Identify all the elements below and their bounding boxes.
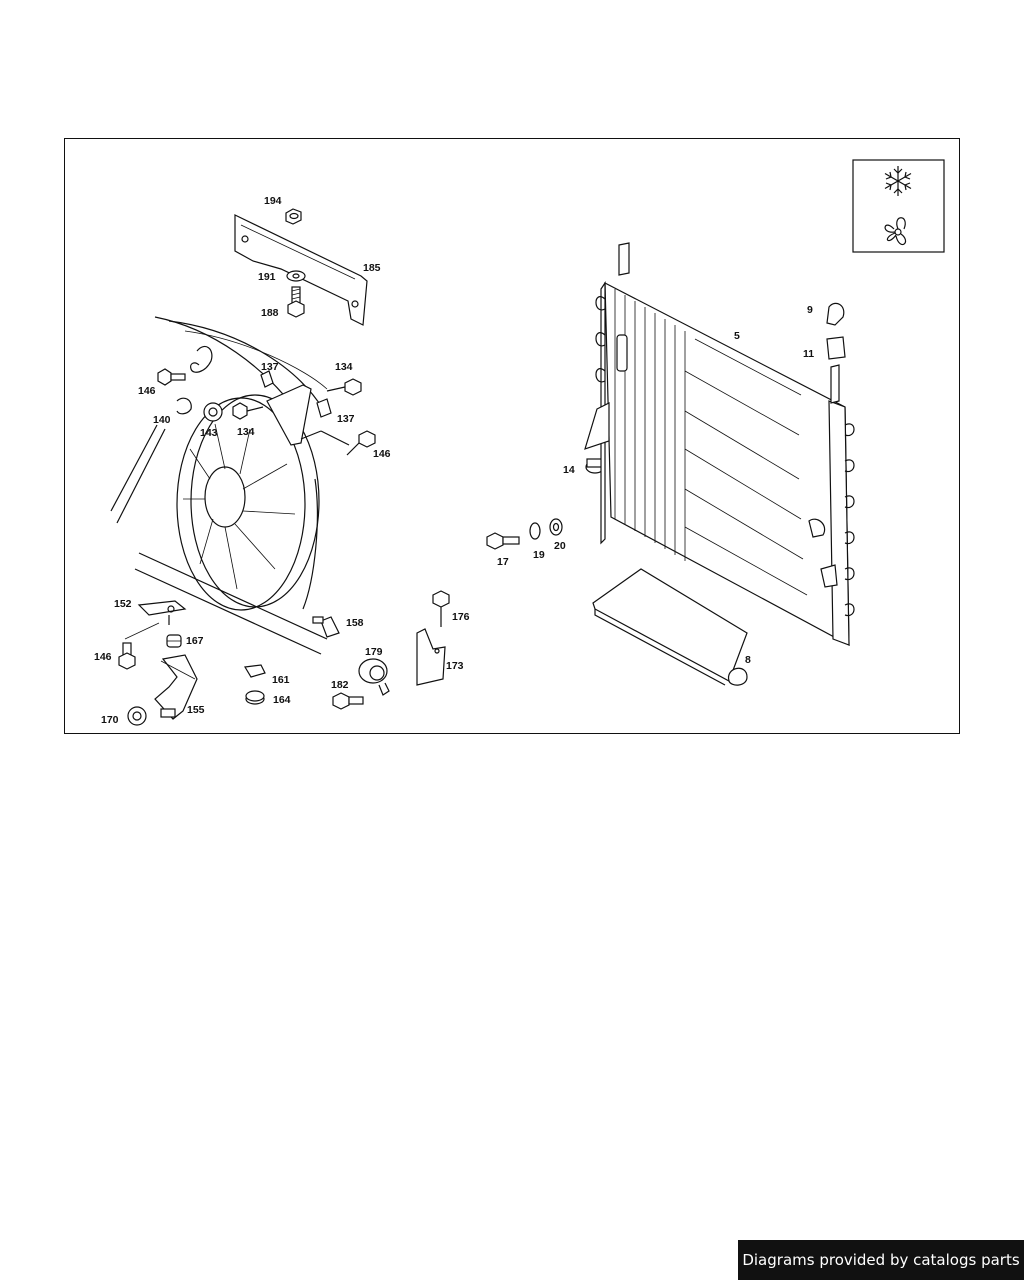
screw-part xyxy=(326,378,362,396)
fan-assembly xyxy=(176,394,320,611)
callout-11: 11 xyxy=(803,348,814,360)
callout-164: 164 xyxy=(273,694,291,706)
washer-part xyxy=(245,690,265,705)
bolt-part xyxy=(486,532,520,550)
callout-176: 176 xyxy=(452,611,470,623)
callout-182: 182 xyxy=(331,679,349,691)
callout-137: 137 xyxy=(261,361,279,373)
clip-part xyxy=(260,370,332,418)
callout-158: 158 xyxy=(346,617,364,629)
clip-part xyxy=(176,346,213,415)
screw-part xyxy=(232,402,264,420)
support-bracket xyxy=(416,628,446,686)
top-bracket xyxy=(234,214,368,326)
rubber-mount-part xyxy=(166,634,182,648)
clip-part xyxy=(244,664,266,678)
callout-17: 17 xyxy=(497,556,509,568)
callout-170: 170 xyxy=(101,714,119,726)
callout-143: 143 xyxy=(200,427,218,439)
washer-part xyxy=(286,270,306,282)
callout-152: 152 xyxy=(114,598,132,610)
callout-140: 140 xyxy=(153,414,171,426)
callout-146: 146 xyxy=(138,385,156,397)
bolt-part xyxy=(157,368,186,386)
callout-146: 146 xyxy=(94,651,112,663)
callout-188: 188 xyxy=(261,307,279,319)
pipe-clip-part xyxy=(826,302,846,360)
washer-part xyxy=(529,518,563,540)
clip-part xyxy=(312,616,340,638)
mounting-plate xyxy=(124,600,187,640)
callout-173: 173 xyxy=(446,660,464,672)
callout-191: 191 xyxy=(258,271,276,283)
credit-banner: Diagrams provided by catalogs parts xyxy=(738,1240,1024,1280)
bolt-part xyxy=(346,430,376,456)
legend-box xyxy=(852,159,945,253)
support-bracket xyxy=(154,654,198,720)
callout-19: 19 xyxy=(533,549,545,561)
callout-161: 161 xyxy=(272,674,290,686)
condenser-mount-tab xyxy=(584,242,840,588)
callout-5: 5 xyxy=(734,330,740,342)
callout-20: 20 xyxy=(554,540,566,552)
exploded-parts-diagram: 194 185 191 188 137 134 146 140 143 134 … xyxy=(94,159,945,726)
seal-strip xyxy=(592,568,748,686)
fan-icon xyxy=(884,217,907,246)
callout-167: 167 xyxy=(186,635,204,647)
snowflake-icon xyxy=(884,166,912,196)
parts-diagram-frame: 194 185 191 188 137 134 146 140 143 134 … xyxy=(64,138,960,734)
bolt-part xyxy=(118,642,136,670)
shroud-bracket xyxy=(266,384,350,446)
lock-nut-part xyxy=(203,402,223,422)
callout-185: 185 xyxy=(363,262,381,274)
callout-134: 134 xyxy=(335,361,353,373)
callout-labels: 194 185 191 188 137 134 146 140 143 134 … xyxy=(94,195,814,726)
lock-nut-part xyxy=(127,706,176,726)
hose-clamp-part xyxy=(358,658,390,696)
screw-part xyxy=(432,590,450,627)
callout-137: 137 xyxy=(337,413,355,425)
nut-part xyxy=(285,208,302,225)
bolt-part xyxy=(332,692,364,710)
bolt-part xyxy=(287,286,305,318)
callout-8: 8 xyxy=(745,654,751,666)
callout-134: 134 xyxy=(237,426,255,438)
callout-146: 146 xyxy=(373,448,391,460)
callout-155: 155 xyxy=(187,704,205,716)
condenser-tube-bends xyxy=(595,296,855,617)
callout-194: 194 xyxy=(264,195,282,207)
callout-179: 179 xyxy=(365,646,383,658)
fan-shroud xyxy=(110,316,328,655)
callout-9: 9 xyxy=(807,304,813,316)
callout-14: 14 xyxy=(563,464,575,476)
receiver-fitting xyxy=(616,334,628,372)
